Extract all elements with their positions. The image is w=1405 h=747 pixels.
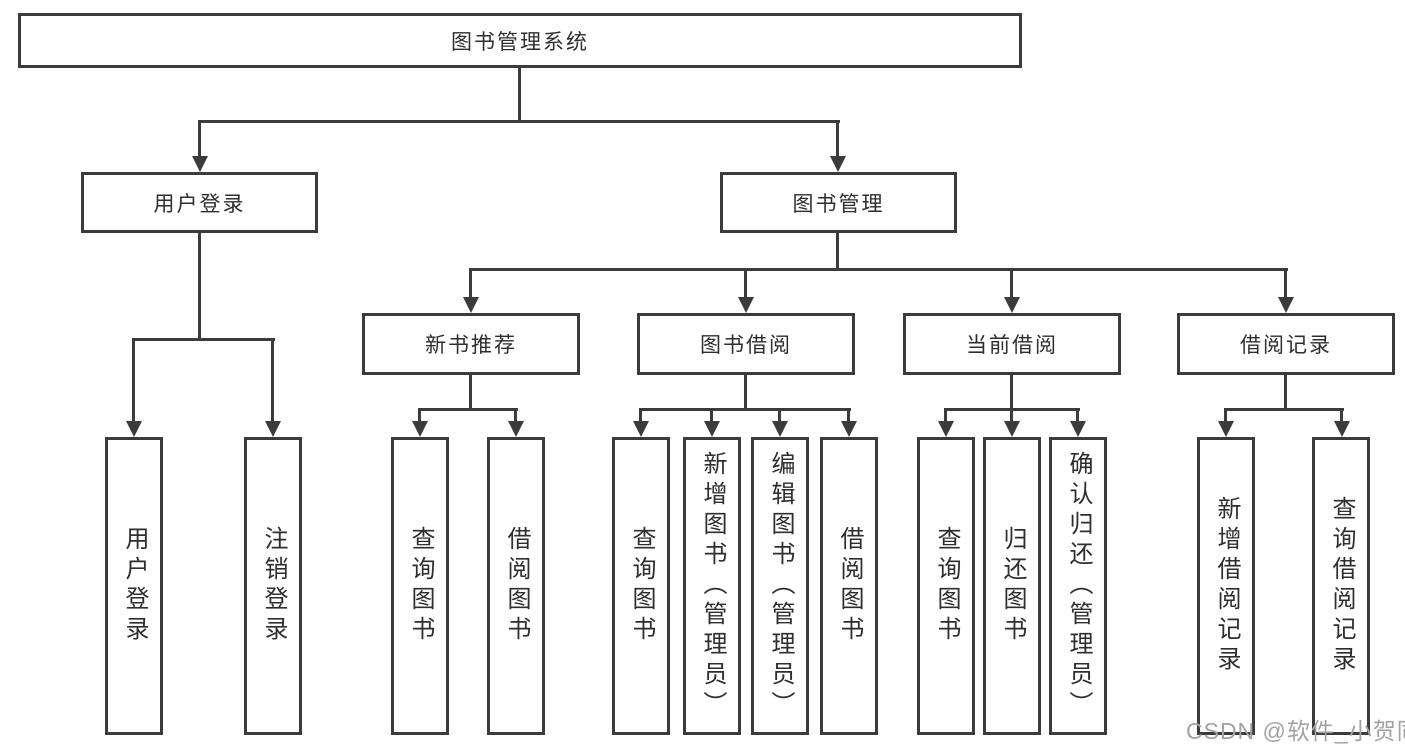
edge-vline <box>1340 408 1343 421</box>
arrowhead-down-icon <box>772 421 788 437</box>
node-book-borrowing: 图书借阅 <box>637 313 855 375</box>
node-library-management-system: 图书管理系统 <box>18 13 1022 68</box>
leaf-label: 借阅图书 <box>836 526 863 646</box>
leaf-label: 借阅图书 <box>503 526 530 646</box>
edge-hline <box>639 408 851 411</box>
arrowhead-down-icon <box>412 421 428 437</box>
edge-hline <box>469 268 1288 271</box>
edge-vline <box>132 338 135 421</box>
edge-vline <box>836 120 839 156</box>
edge-vline <box>744 268 747 297</box>
leaf-user-login: 用户登录 <box>105 437 163 735</box>
arrowhead-down-icon <box>633 421 649 437</box>
leaf-return-book: 归还图书 <box>983 437 1041 735</box>
edge-vline <box>469 268 472 297</box>
node-book-management: 图书管理 <box>720 172 957 233</box>
leaf-edit-book-admin: 编辑图书（管理员） <box>751 437 809 735</box>
edge-vline <box>744 375 747 408</box>
node-label: 当前借阅 <box>966 334 1058 357</box>
leaf-label: 查询图书 <box>933 526 960 646</box>
edge-vline <box>778 408 781 421</box>
leaf-label: 查询图书 <box>628 526 655 646</box>
arrowhead-down-icon <box>265 421 281 437</box>
leaf-borrow-book: 借阅图书 <box>820 437 878 735</box>
leaf-add-borrow-record: 新增借阅记录 <box>1197 437 1255 735</box>
leaf-query-book-current: 查询图书 <box>917 437 975 735</box>
arrowhead-down-icon <box>126 421 142 437</box>
leaf-label: 用户登录 <box>121 526 148 646</box>
edge-hline <box>132 338 275 341</box>
edge-vline <box>710 408 713 421</box>
arrowhead-down-icon <box>508 421 524 437</box>
edge-hline <box>418 408 518 411</box>
edge-vline <box>418 408 421 421</box>
node-label: 借阅记录 <box>1240 334 1332 357</box>
node-label: 用户登录 <box>153 192 246 216</box>
edge-vline <box>1010 268 1013 297</box>
arrowhead-down-icon <box>738 297 754 313</box>
node-new-book-recommendation: 新书推荐 <box>362 313 580 375</box>
edge-vline <box>1010 375 1013 408</box>
arrowhead-down-icon <box>830 156 846 172</box>
node-borrowing-records: 借阅记录 <box>1177 313 1395 375</box>
edge-hline <box>1224 408 1344 411</box>
node-label: 图书借阅 <box>700 334 792 357</box>
edge-vline <box>847 408 850 421</box>
arrowhead-down-icon <box>1218 421 1234 437</box>
node-label: 图书管理系统 <box>451 30 589 54</box>
edge-vline <box>836 233 839 268</box>
edge-vline <box>1284 268 1287 297</box>
node-label: 新书推荐 <box>425 334 517 357</box>
node-label: 图书管理 <box>792 192 885 216</box>
leaf-query-book-borrow: 查询图书 <box>612 437 670 735</box>
leaf-label: 编辑图书（管理员） <box>767 451 794 721</box>
edge-vline <box>1010 408 1013 421</box>
leaf-add-book-admin: 新增图书（管理员） <box>683 437 741 735</box>
node-current-borrowing: 当前借阅 <box>903 313 1121 375</box>
arrowhead-down-icon <box>1070 421 1086 437</box>
leaf-logout: 注销登录 <box>244 437 302 735</box>
arrowhead-down-icon <box>938 421 954 437</box>
leaf-confirm-return-admin: 确认归还（管理员） <box>1049 437 1107 735</box>
edge-vline <box>1076 408 1079 421</box>
edge-vline <box>944 408 947 421</box>
edge-vline <box>198 120 201 156</box>
csdn-watermark: CSDN @软件_小贺同学 <box>1186 718 1405 744</box>
leaf-query-book-recommend: 查询图书 <box>391 437 449 735</box>
leaf-label: 查询借阅记录 <box>1328 496 1355 676</box>
edge-vline <box>518 68 521 120</box>
edge-vline <box>514 408 517 421</box>
leaf-borrow-book-recommend: 借阅图书 <box>487 437 545 735</box>
leaf-label: 注销登录 <box>260 526 287 646</box>
arrowhead-down-icon <box>1004 297 1020 313</box>
arrowhead-down-icon <box>1334 421 1350 437</box>
edge-vline <box>1284 375 1287 408</box>
leaf-label: 确认归还（管理员） <box>1065 451 1092 721</box>
arrowhead-down-icon <box>1278 297 1294 313</box>
leaf-label: 新增借阅记录 <box>1213 496 1240 676</box>
arrowhead-down-icon <box>1004 421 1020 437</box>
edge-vline <box>469 375 472 408</box>
leaf-label: 归还图书 <box>999 526 1026 646</box>
arrowhead-down-icon <box>704 421 720 437</box>
leaf-query-borrow-record: 查询借阅记录 <box>1312 437 1370 735</box>
edge-hline <box>198 120 840 123</box>
edge-vline <box>639 408 642 421</box>
leaf-label: 新增图书（管理员） <box>699 451 726 721</box>
leaf-label: 查询图书 <box>407 526 434 646</box>
arrowhead-down-icon <box>192 156 208 172</box>
edge-vline <box>271 338 274 421</box>
arrowhead-down-icon <box>841 421 857 437</box>
edge-vline <box>198 233 201 338</box>
node-user-login: 用户登录 <box>81 172 318 233</box>
edge-vline <box>1224 408 1227 421</box>
arrowhead-down-icon <box>463 297 479 313</box>
